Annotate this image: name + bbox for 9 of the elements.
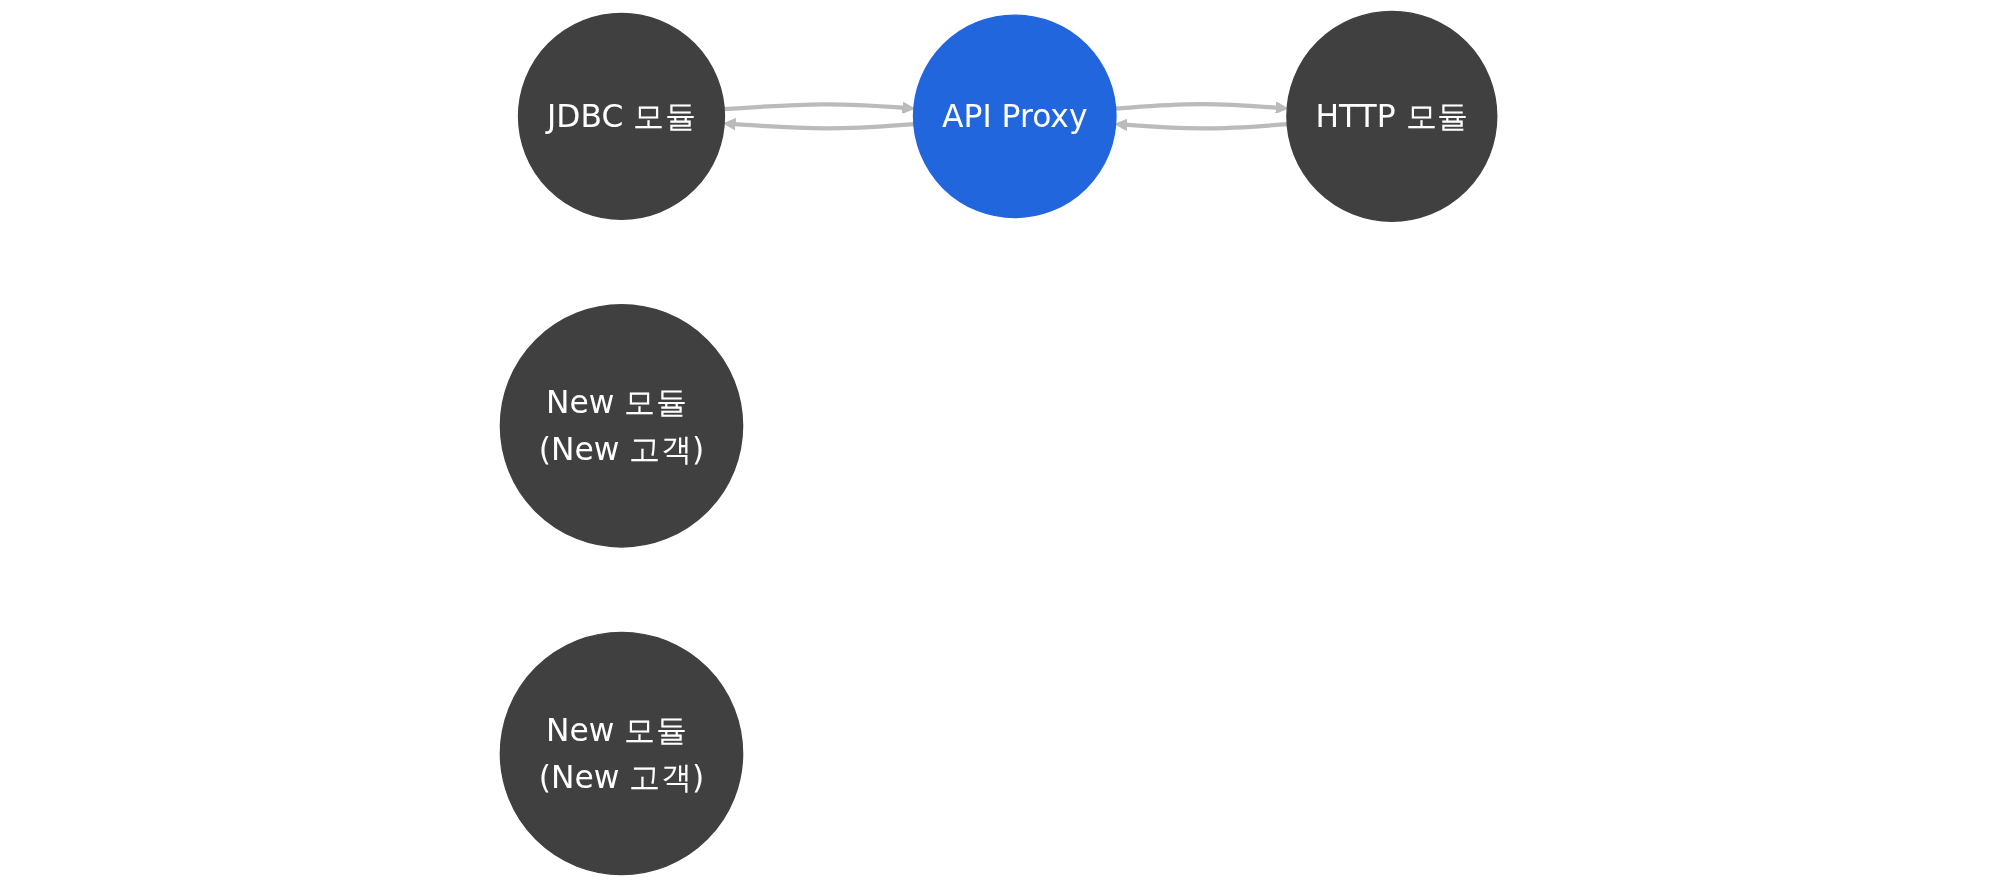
arrow bbox=[723, 101, 915, 114]
node-circle: New 모듈 (New 고객) bbox=[499, 304, 744, 548]
arrow bbox=[1115, 118, 1288, 132]
node-circle: HTTP 모듈 bbox=[1286, 10, 1498, 222]
node-circle: JDBC 모듈 bbox=[517, 12, 726, 220]
arrow bbox=[723, 117, 914, 131]
arrow bbox=[1115, 101, 1288, 114]
node-circle: API Proxy bbox=[912, 14, 1117, 219]
node-circle: New 모듈 (New 고객) bbox=[499, 631, 744, 876]
